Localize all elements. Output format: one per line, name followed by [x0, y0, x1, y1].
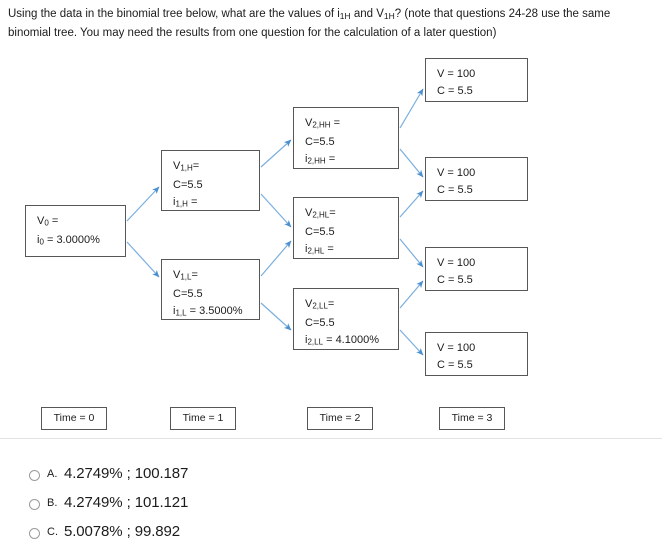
terminal-2-coupon: C = 5.5: [437, 183, 473, 196]
tree-node-v2ll: V2,LL= C=5.5 i2,LL = 4.1000%: [293, 288, 399, 350]
node-v1h-i-value: =: [187, 195, 198, 208]
node-v0-line2: i0 = 3.0000%: [37, 232, 125, 251]
time-label-0: Time = 0: [41, 407, 107, 430]
node-v0-v-subscript: 0: [44, 218, 49, 228]
node-v0-v-value: =: [48, 215, 59, 227]
tree-node-terminal-3: V = 100 C = 5.5: [425, 247, 528, 291]
node-v2hl-v-value: =: [329, 207, 336, 219]
node-v2hl-line3: i2,HL =: [305, 241, 398, 260]
terminal-2-value: V = 100: [437, 167, 476, 179]
node-v1l-i-symbol: i: [173, 304, 176, 317]
radio-button-a[interactable]: [29, 470, 40, 481]
node-v1h-line3: i1,H =: [173, 194, 259, 213]
question-text-part-2: and V: [350, 8, 384, 20]
terminal-4-value: V = 100: [437, 342, 476, 354]
node-v2ll-line1: V2,LL=: [305, 296, 398, 315]
radio-button-c[interactable]: [29, 528, 40, 539]
tree-node-v1l: V1,L= C=5.5 i1,L = 3.5000%: [161, 259, 260, 320]
node-v2hh-i-value: =: [325, 152, 336, 165]
option-text-a: 4.2749% ; 100.187: [64, 465, 189, 482]
tree-node-v2hh: V2,HH = C=5.5 i2,HH =: [293, 107, 399, 169]
tree-node-terminal-4: V = 100 C = 5.5: [425, 332, 528, 376]
node-v0-i-subscript: 0: [39, 237, 44, 247]
node-v2ll-v-value: =: [327, 298, 335, 310]
node-v2hh-line3: i2,HH =: [305, 151, 398, 170]
radio-button-b[interactable]: [29, 499, 40, 510]
node-v2hh-v-symbol: V: [305, 117, 313, 129]
node-v1h-line2: C=5.5: [173, 179, 203, 192]
node-v1l-i-value: = 3.5000%: [186, 304, 243, 317]
node-v2ll-i-symbol: i: [305, 333, 308, 346]
tree-node-terminal-1: V = 100 C = 5.5: [425, 58, 528, 102]
node-v1h-line1: V1,H=: [173, 158, 259, 177]
answer-option-c[interactable]: C. 5.0078% ; 99.892: [0, 520, 662, 549]
node-v1l-v-symbol: V: [173, 269, 181, 281]
question-subscript-1: 1H: [339, 10, 351, 21]
terminal-1-value: V = 100: [437, 68, 476, 80]
node-v2ll-line2: C=5.5: [305, 317, 335, 330]
option-letter-b: B.: [47, 497, 58, 509]
tree-node-v2hl: V2,HL= C=5.5 i2,HL =: [293, 197, 399, 259]
node-v2hl-i-value: =: [324, 242, 334, 255]
option-letter-c: C.: [47, 526, 58, 538]
terminal-1-coupon: C = 5.5: [437, 84, 473, 97]
section-divider: [0, 438, 662, 439]
node-v2ll-v-symbol: V: [305, 298, 313, 310]
node-v2hl-line2: C=5.5: [305, 226, 335, 239]
terminal-3-value: V = 100: [437, 257, 476, 269]
node-v2ll-v-subscript: 2,LL: [312, 301, 328, 311]
node-v1h-v-value: =: [192, 160, 200, 172]
question-text-part-3: ? (note that questions 24-28 use the sam…: [8, 8, 611, 39]
node-v2hh-line1: V2,HH =: [305, 115, 398, 134]
binomial-tree-diagram: V0 = i0 = 3.0000% V1,H= C=5.5 i1,H = V1,…: [0, 45, 662, 435]
option-text-c: 5.0078% ; 99.892: [64, 523, 180, 540]
node-v2hh-line2: C=5.5: [305, 136, 335, 149]
node-v0-i-value: = 3.0000%: [43, 234, 100, 247]
node-v0-i-symbol: i: [37, 234, 40, 247]
node-v2hh-v-subscript: 2,HH: [312, 120, 331, 130]
node-v1h-i-subscript: 1,H: [175, 199, 188, 209]
node-v2hl-i-symbol: i: [305, 242, 308, 255]
answer-options-list: A. 4.2749% ; 100.187 B. 4.2749% ; 101.12…: [0, 462, 662, 549]
node-v2hl-line1: V2,HL=: [305, 205, 398, 224]
node-v1h-v-symbol: V: [173, 160, 181, 172]
node-v1l-v-value: =: [191, 269, 198, 281]
node-v2hl-v-subscript: 2,HL: [312, 210, 330, 220]
node-v2ll-i-value: = 4.1000%: [323, 333, 379, 346]
option-letter-a: A.: [47, 468, 58, 480]
node-v2hh-i-subscript: 2,HH: [307, 156, 326, 166]
node-v2hl-v-symbol: V: [305, 207, 313, 219]
node-v0-line1: V0 =: [37, 213, 125, 232]
terminal-3-coupon: C = 5.5: [437, 273, 473, 286]
node-v2ll-i-subscript: 2,LL: [307, 337, 324, 347]
node-v1h-v-subscript: 1,H: [180, 163, 193, 173]
time-label-3: Time = 3: [439, 407, 505, 430]
node-v1l-i-subscript: 1,L: [175, 308, 187, 318]
node-v1l-line3: i1,L = 3.5000%: [173, 303, 259, 322]
node-v2hh-i-symbol: i: [305, 152, 308, 165]
node-v1l-line2: C=5.5: [173, 288, 203, 301]
node-v2hl-i-subscript: 2,HL: [307, 246, 325, 256]
node-v1h-i-symbol: i: [173, 195, 176, 208]
tree-node-v0: V0 = i0 = 3.0000%: [25, 205, 126, 257]
node-v2ll-line3: i2,LL = 4.1000%: [305, 332, 398, 351]
option-text-b: 4.2749% ; 101.121: [64, 494, 189, 511]
node-v0-v-symbol: V: [37, 215, 45, 227]
tree-node-v1h: V1,H= C=5.5 i1,H =: [161, 150, 260, 211]
question-subscript-2: 1H: [383, 10, 395, 21]
time-label-1: Time = 1: [170, 407, 236, 430]
tree-node-terminal-2: V = 100 C = 5.5: [425, 157, 528, 201]
answer-option-a[interactable]: A. 4.2749% ; 100.187: [0, 462, 662, 491]
node-v2hh-v-value: =: [330, 117, 341, 129]
node-v1l-line1: V1,L=: [173, 267, 259, 286]
answer-option-b[interactable]: B. 4.2749% ; 101.121: [0, 491, 662, 520]
tree-connector-arrows: [126, 88, 424, 356]
node-v1l-v-subscript: 1,L: [180, 272, 192, 282]
question-prompt: Using the data in the binomial tree belo…: [8, 6, 656, 42]
terminal-4-coupon: C = 5.5: [437, 358, 473, 371]
time-label-2: Time = 2: [307, 407, 373, 430]
question-text-part-1: Using the data in the binomial tree belo…: [8, 8, 340, 20]
